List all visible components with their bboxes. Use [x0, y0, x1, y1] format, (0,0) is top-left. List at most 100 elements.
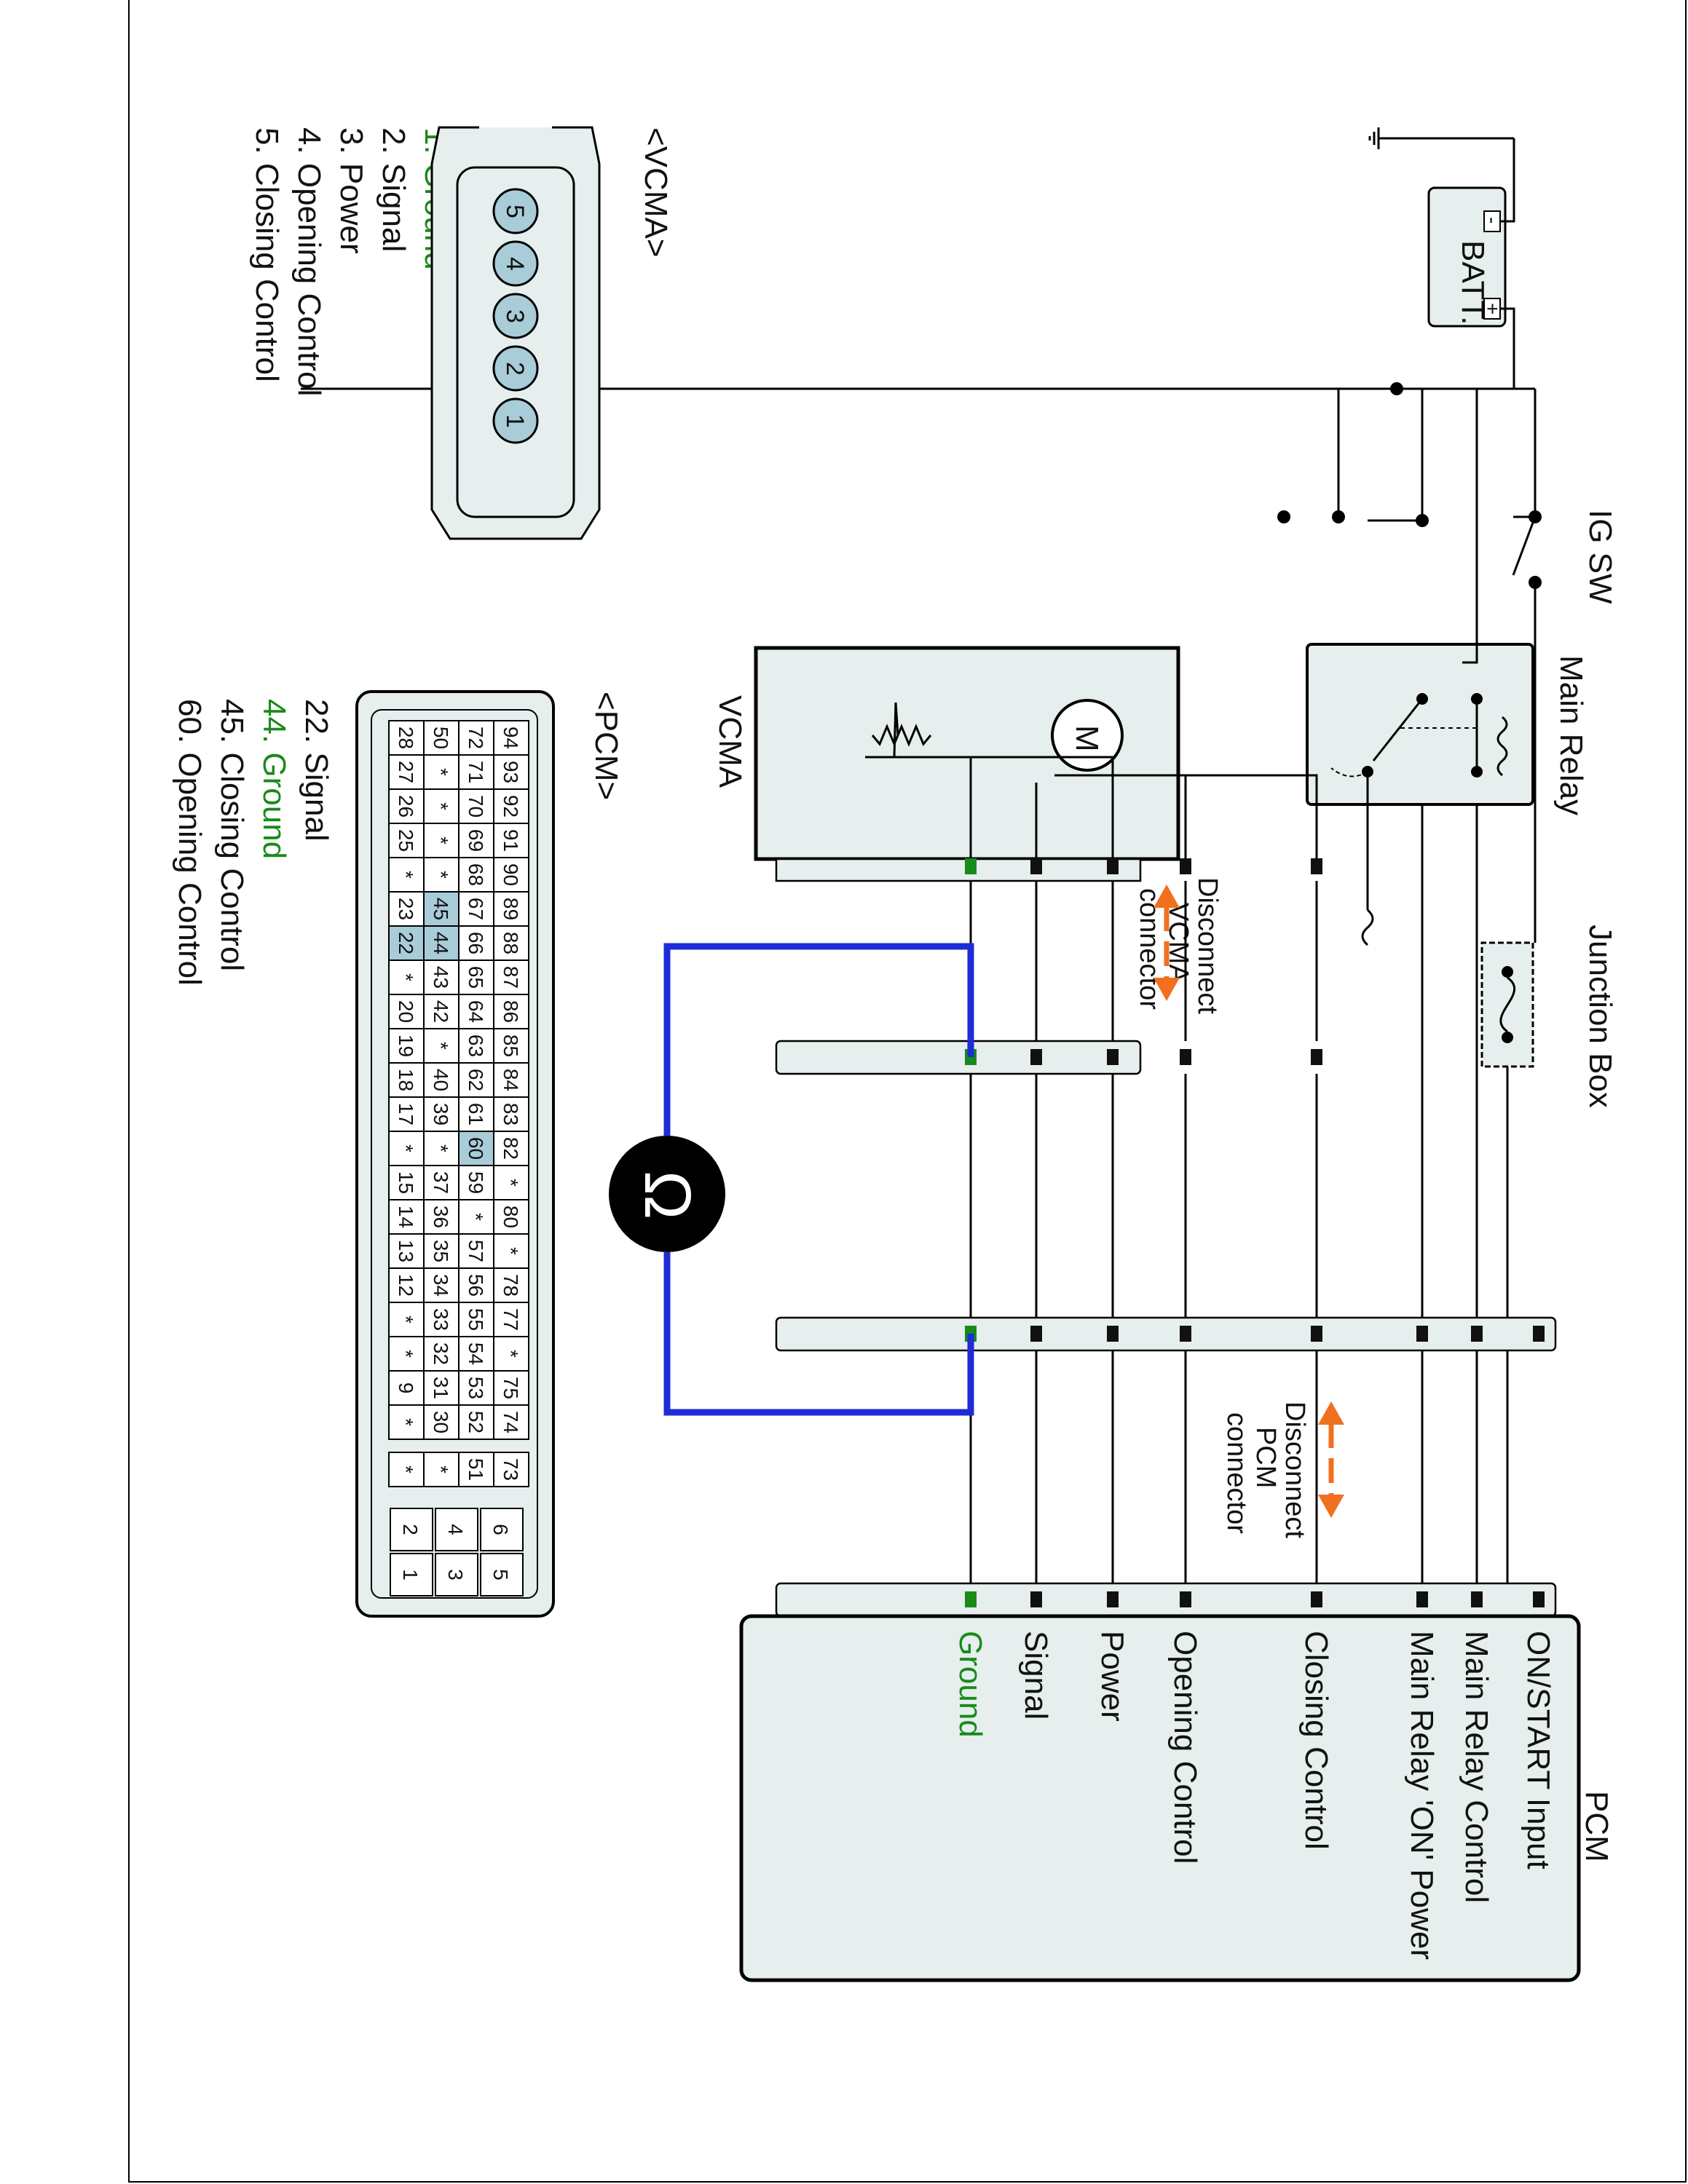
- disconnect-pcm-line2: PCM: [1250, 1427, 1281, 1488]
- vcma-legend-4: 4. Opening Control: [291, 127, 327, 396]
- pcm-cell-text-92: 92: [500, 795, 522, 818]
- pcm-block-cell-1: [390, 1553, 433, 1597]
- page-frame: [128, 0, 1687, 2183]
- pcm-cell-text-*: *: [395, 1315, 417, 1324]
- pcm-label: PCM: [1579, 1791, 1614, 1862]
- pcm-block-text-6: 6: [489, 1524, 512, 1535]
- ohm-symbol: Ω: [631, 1171, 703, 1219]
- wire-relay-contact-feed: [1368, 389, 1424, 522]
- pcm-cell-text-22: 22: [395, 932, 417, 954]
- pin-pcm-2: [1416, 1326, 1428, 1342]
- vcma-pin-label-2: 2: [501, 362, 529, 376]
- pcm-legend-60: 60. Opening Control: [172, 699, 208, 986]
- pcm-terminal-6: Signal: [1018, 1631, 1054, 1720]
- pcm-cell-text-84: 84: [500, 1069, 522, 1091]
- relay-coil: [1496, 716, 1508, 777]
- pcm-cell-text-17: 17: [395, 1103, 417, 1125]
- pin-closing: [1311, 1049, 1322, 1065]
- vcma-pin-label-3: 3: [501, 309, 529, 323]
- pin-pcm-1: [1471, 1326, 1483, 1342]
- pcm-connector-grid: 94939291908988878685848382*80*7877*75747…: [388, 720, 529, 1597]
- pcm-cell-text-27: 27: [395, 761, 417, 783]
- meter-lead-a2: [663, 943, 699, 1136]
- pcm-cell-text-32: 32: [430, 1342, 452, 1365]
- pcm-terminal-4: Opening Control: [1167, 1631, 1203, 1864]
- disconnect-vcma-line1: Disconnect: [1192, 877, 1223, 1014]
- relay-blade: [1372, 698, 1424, 761]
- pcm-cell-text-25: 25: [395, 829, 417, 852]
- pcm-terminal-2: Main Relay 'ON' Power: [1404, 1631, 1440, 1960]
- disconnect-vcma: Disconnect VCMA connector: [1134, 877, 1223, 1014]
- relay-out-break: [1361, 909, 1374, 946]
- pcm-cell-text-64: 64: [465, 1000, 487, 1023]
- pin-signal: [1030, 858, 1042, 874]
- pcm-legend: 22. Signal 44. Ground 45. Closing Contro…: [172, 699, 334, 986]
- pcm-terminal-1: Main Relay Control: [1459, 1631, 1494, 1903]
- pcm-cell-text-*: *: [430, 836, 452, 844]
- pcm-cell-text-28: 28: [395, 727, 417, 749]
- pcm-cell-text-74: 74: [500, 1411, 522, 1433]
- vcma-pin-2: [492, 345, 539, 392]
- pin-power: [1107, 1591, 1119, 1607]
- pcm-cell-text-78: 78: [500, 1274, 522, 1297]
- vcma-motor-lead-b: [1054, 774, 1187, 859]
- meter-lead-b2: [663, 1252, 699, 1416]
- inline-pcm-connector: [775, 1316, 1557, 1352]
- relay-arc: [1330, 767, 1368, 778]
- disconnect-pcm-arrow: [1318, 1401, 1344, 1518]
- pcm-cell-text-15: 15: [395, 1171, 417, 1194]
- pcm-cell-text-*: *: [395, 973, 417, 981]
- vcma-pot-lead-a: [931, 756, 1114, 859]
- pcm-cell-text-35: 35: [430, 1240, 452, 1262]
- pcm-block-cell-4: [435, 1508, 478, 1551]
- pcm-cell-text-45: 45: [430, 898, 452, 920]
- vcma-pin-5: [492, 188, 539, 234]
- pcm-cell-text-37: 37: [430, 1171, 452, 1194]
- pcm-cell-text-*: *: [500, 1350, 522, 1358]
- pin-pcm-0: [1533, 1591, 1545, 1607]
- disconnect-vcma-line3: connector: [1134, 888, 1164, 1010]
- pcm-cell-text-72: 72: [465, 727, 487, 749]
- pin-power: [1107, 858, 1119, 874]
- vcma-shell-inner: [456, 166, 575, 518]
- vcma-label: VCMA: [712, 695, 748, 788]
- pin-opening: [1180, 1049, 1191, 1065]
- pcm-cell-text-63: 63: [465, 1034, 487, 1057]
- pcm-cell-text-70: 70: [465, 795, 487, 818]
- pcm-terminal-7: Ground: [953, 1631, 988, 1738]
- pcm-cell-text-52: 52: [465, 1411, 487, 1433]
- pcm-cell-text-69: 69: [465, 829, 487, 852]
- pin-pcm-0: [1533, 1326, 1545, 1342]
- pcm-cell-text-88: 88: [500, 932, 522, 954]
- pcm-block-text-1: 1: [399, 1569, 422, 1580]
- pcm-cell-text-67: 67: [465, 898, 487, 920]
- pcm-cell-text-65: 65: [465, 966, 487, 989]
- pcm-cell-*: [388, 1404, 425, 1440]
- batt-minus: -: [1481, 217, 1504, 223]
- pcm-block-text-4: 4: [444, 1524, 467, 1535]
- pin-closing: [1311, 858, 1322, 874]
- disconnect-pcm-arrow-head-a: [1318, 1401, 1344, 1425]
- pcm-cell-text-12: 12: [395, 1274, 417, 1297]
- pin-opening: [1180, 1326, 1191, 1342]
- pcm-cell-text-*: *: [430, 802, 452, 810]
- pcm-cell-text-*: *: [465, 1213, 487, 1221]
- pin-closing: [1311, 1591, 1322, 1607]
- igsw-blade: [1512, 516, 1537, 576]
- wire-relay-coil-feed: [1462, 389, 1478, 664]
- igsw-contact-b: [1529, 576, 1542, 589]
- disconnect-vcma-arrow-head-a: [1153, 885, 1180, 908]
- pcm-cell-text-77: 77: [500, 1308, 522, 1331]
- pcm-cell-text-94: 94: [500, 727, 522, 749]
- disconnect-pcm-line3: connector: [1221, 1412, 1252, 1534]
- pcm-cell-text-18: 18: [395, 1069, 417, 1091]
- pcm-cell-text-75: 75: [500, 1377, 522, 1399]
- main-relay-label: Main Relay: [1553, 655, 1589, 815]
- vcma-potentiometer: [871, 724, 932, 747]
- batt-plus: +: [1481, 303, 1504, 314]
- pcm-cell-text-14: 14: [395, 1206, 417, 1228]
- vcma-legend-3: 3. Power: [334, 127, 369, 254]
- pin-opening: [1180, 858, 1191, 874]
- pcm-cell-text-20: 20: [395, 1000, 417, 1023]
